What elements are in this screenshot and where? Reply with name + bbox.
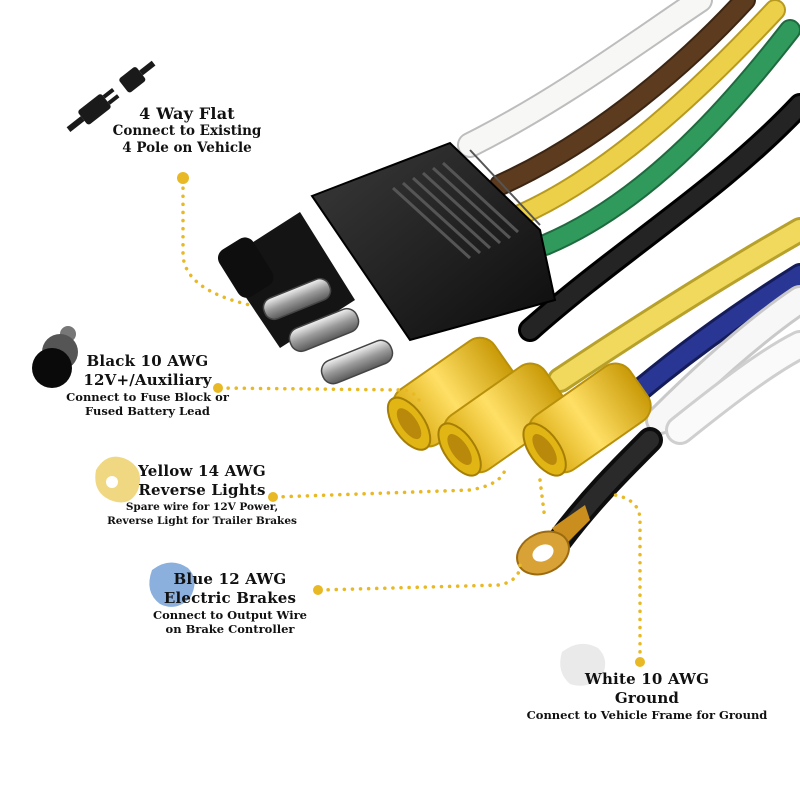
callout-blue-wire: Blue 12 AWG Electric Brakes Connect to O… bbox=[130, 570, 330, 636]
callout-line: on Brake Controller bbox=[165, 622, 295, 636]
butt-connectors bbox=[386, 336, 652, 477]
callout-white-wire: White 10 AWG Ground Connect to Vehicle F… bbox=[512, 670, 782, 722]
callout-line: Spare wire for 12V Power, bbox=[125, 501, 279, 513]
callout-subtitle: Ground bbox=[614, 689, 680, 707]
callout-title: Yellow 14 AWG bbox=[138, 462, 266, 480]
callout-title: Blue 12 AWG bbox=[173, 570, 287, 588]
callout-title: 4 Way Flat bbox=[139, 104, 235, 123]
ring-terminal bbox=[516, 505, 590, 576]
black-wire-swatch-icon bbox=[32, 326, 78, 388]
callout-subtitle: Reverse Lights bbox=[138, 481, 266, 499]
white-wire-swatch-icon bbox=[560, 643, 606, 686]
callout-line: Connect to Vehicle Frame for Ground bbox=[526, 708, 768, 722]
callout-line: Connect to Existing bbox=[112, 123, 262, 139]
callout-subtitle: 12V+/Auxiliary bbox=[83, 371, 212, 389]
connector-pins bbox=[262, 277, 394, 385]
blue-wire-swatch-icon bbox=[149, 562, 195, 607]
callout-yellow-wire: Yellow 14 AWG Reverse Lights Spare wire … bbox=[82, 462, 322, 528]
connector-wires bbox=[457, 0, 800, 342]
callout-line: Connect to Fuse Block or bbox=[66, 390, 229, 404]
four-way-flat-connector bbox=[217, 141, 557, 385]
leader-dots bbox=[177, 172, 645, 667]
callout-line: 4 Pole on Vehicle bbox=[122, 140, 252, 156]
callout-line: Reverse Light for Trailer Brakes bbox=[107, 515, 297, 527]
callout-line: Connect to Output Wire bbox=[152, 608, 308, 622]
yellow-wire-swatch-icon bbox=[95, 456, 141, 503]
leader-lines bbox=[181, 178, 642, 662]
plug-icon bbox=[66, 60, 156, 132]
callout-title: Black 10 AWG bbox=[86, 352, 209, 370]
callout-black-wire: Black 10 AWG 12V+/Auxiliary Connect to F… bbox=[40, 352, 255, 418]
callout-4-way-flat: 4 Way Flat Connect to Existing 4 Pole on… bbox=[92, 104, 282, 157]
callout-line: Fused Battery Lead bbox=[85, 404, 210, 418]
callout-subtitle: Electric Brakes bbox=[163, 589, 297, 607]
callout-title: White 10 AWG bbox=[584, 670, 710, 688]
